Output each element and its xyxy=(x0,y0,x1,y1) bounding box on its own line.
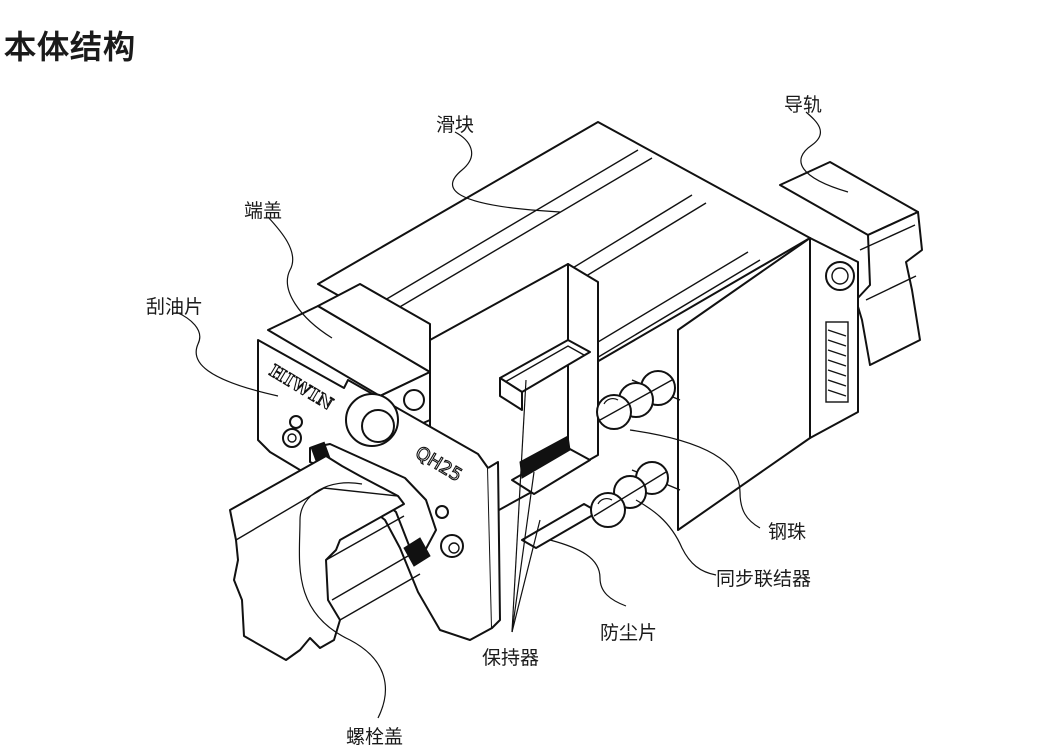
label-end-cap: 端盖 xyxy=(244,200,283,222)
label-steel-ball: 钢珠 xyxy=(768,521,807,543)
page-title: 本体结构 xyxy=(4,28,137,66)
leader-rail xyxy=(800,111,849,193)
leader-steel-ball xyxy=(629,429,761,529)
label-slider: 滑块 xyxy=(436,114,475,136)
leader-bolt-cap xyxy=(298,482,386,719)
leader-end-cap xyxy=(267,216,333,339)
rail-back xyxy=(779,161,923,366)
steel-balls xyxy=(590,370,681,528)
leader-lines xyxy=(175,111,849,719)
leader-retainer-1 xyxy=(511,379,527,633)
label-retainer: 保持器 xyxy=(482,647,540,669)
label-dust-seal: 防尘片 xyxy=(600,622,658,644)
leader-retainer-3 xyxy=(511,519,541,633)
leader-retainer-2 xyxy=(511,471,535,633)
leader-synchronizer xyxy=(635,499,717,576)
rail-front xyxy=(229,455,421,661)
leader-slider xyxy=(452,131,561,213)
label-bolt-cap: 螺栓盖 xyxy=(346,726,404,748)
label-scraper: 刮油片 xyxy=(146,296,204,318)
leader-dust-seal xyxy=(549,539,627,607)
label-synchronizer: 同步联结器 xyxy=(716,568,812,590)
label-rail: 导轨 xyxy=(784,94,823,116)
leader-scraper xyxy=(175,311,279,397)
